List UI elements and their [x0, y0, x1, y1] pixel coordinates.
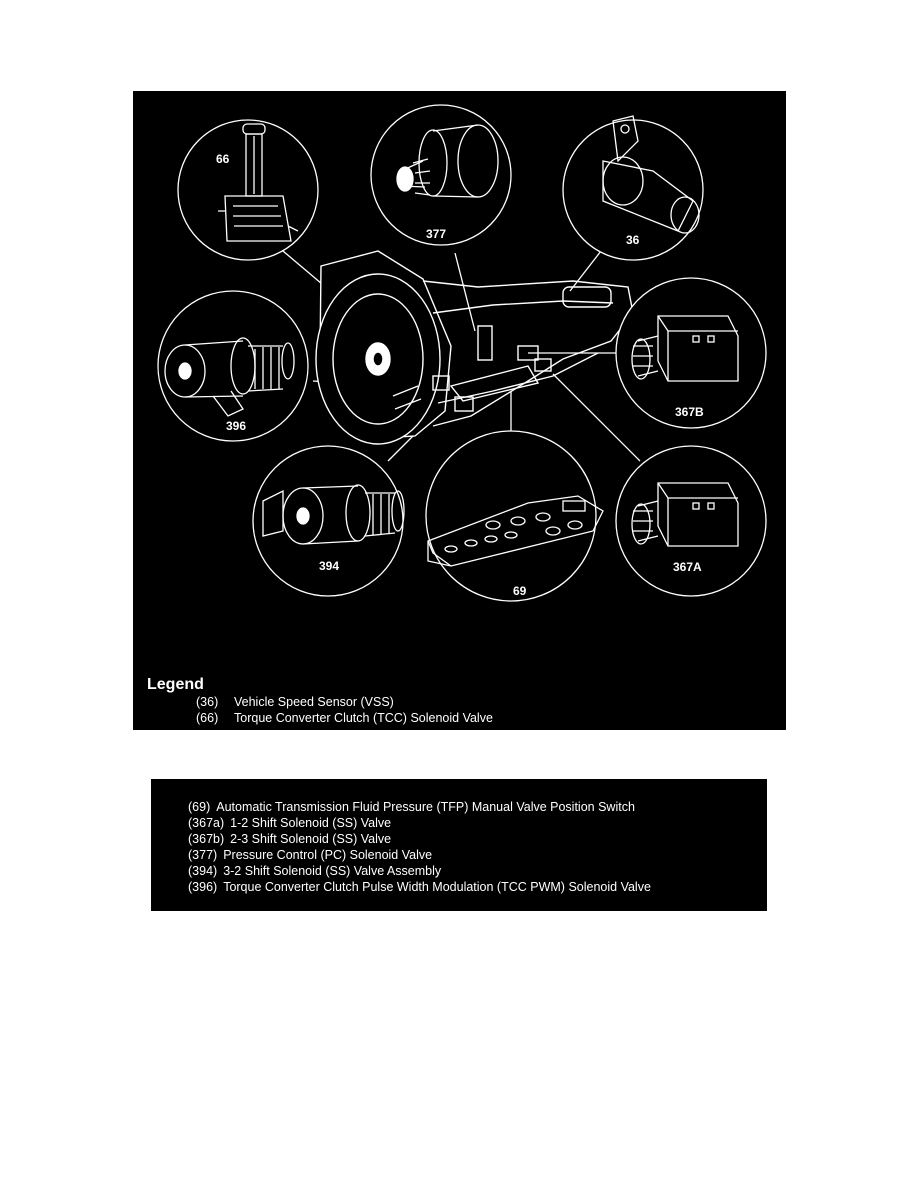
- diagram-artwork: [157, 104, 767, 602]
- legend-item: (367a) 1-2 Shift Solenoid (SS) Valve: [188, 816, 391, 830]
- callout-circle-36: [562, 119, 704, 261]
- callout-label-36: 36: [626, 233, 640, 247]
- transmission-assembly: [315, 250, 634, 445]
- legend-item: (36) Vehicle Speed Sensor (VSS): [196, 695, 394, 709]
- legend-code: (36): [196, 695, 219, 709]
- legend-text: Vehicle Speed Sensor (VSS): [234, 695, 394, 709]
- callout-circle-66: [177, 119, 319, 261]
- legend-code: (69): [188, 800, 211, 814]
- legend-code: (66): [196, 711, 219, 725]
- callout-circle-377: [370, 104, 512, 246]
- callout-circle-396: [157, 290, 309, 442]
- legend-code: (377): [188, 848, 218, 862]
- legend-item: (394) 3-2 Shift Solenoid (SS) Valve Assem…: [188, 864, 441, 878]
- legend-text: Torque Converter Clutch (TCC) Solenoid V…: [234, 711, 493, 725]
- leader-line-36: [569, 250, 602, 292]
- callout-label-69: 69: [513, 584, 527, 598]
- legend-item: (69) Automatic Transmission Fluid Pressur…: [188, 800, 635, 814]
- tcc-pwm-solenoid-drawing: [164, 337, 295, 417]
- callout-label-66: 66: [216, 152, 230, 166]
- callout-label-394: 394: [319, 559, 340, 573]
- legend-code: (394): [188, 864, 218, 878]
- legend-text: 3-2 Shift Solenoid (SS) Valve Assembly: [223, 864, 442, 878]
- callout-label-396: 396: [226, 419, 247, 433]
- legend-item: (66) Torque Converter Clutch (TCC) Soleno…: [196, 711, 493, 725]
- ss-394-drawing: [262, 484, 405, 545]
- tfp-switch-drawing: [427, 495, 604, 567]
- callout-circle-367b: [615, 277, 767, 429]
- legend-code: (367b): [188, 832, 225, 846]
- legend-title: Legend: [147, 676, 204, 693]
- tcc-solenoid-drawing: [218, 123, 299, 242]
- ss-367a-drawing: [631, 482, 739, 547]
- legend-item: (377) Pressure Control (PC) Solenoid Valv…: [188, 848, 432, 862]
- legend-text: Torque Converter Clutch Pulse Width Modu…: [223, 880, 651, 894]
- ss-367b-drawing: [631, 315, 739, 382]
- legend-continued-panel: (69) Automatic Transmission Fluid Pressur…: [151, 779, 767, 911]
- leader-line-377: [454, 252, 476, 332]
- transmission-solenoid-diagram: 66 377 36 367B 396 394 69 367A Legend (3…: [133, 91, 786, 730]
- callout-label-377: 377: [426, 227, 447, 241]
- legend-code: (367a): [188, 816, 225, 830]
- callout-circle-69: [425, 430, 597, 602]
- legend-text: 1-2 Shift Solenoid (SS) Valve: [230, 816, 392, 830]
- legend-text: Automatic Transmission Fluid Pressure (T…: [216, 800, 635, 814]
- callout-label-367b: 367B: [675, 405, 704, 419]
- callout-label-367a: 367A: [673, 560, 702, 574]
- leader-line-367a: [552, 373, 641, 462]
- legend-item: (367b) 2-3 Shift Solenoid (SS) Valve: [188, 832, 391, 846]
- vss-drawing: [602, 115, 700, 234]
- legend-text: Pressure Control (PC) Solenoid Valve: [223, 848, 433, 862]
- legend-item: (396) Torque Converter Clutch Pulse Width…: [188, 880, 651, 894]
- legend-code: (396): [188, 880, 218, 894]
- legend-text: 2-3 Shift Solenoid (SS) Valve: [230, 832, 392, 846]
- pc-solenoid-drawing: [396, 124, 499, 198]
